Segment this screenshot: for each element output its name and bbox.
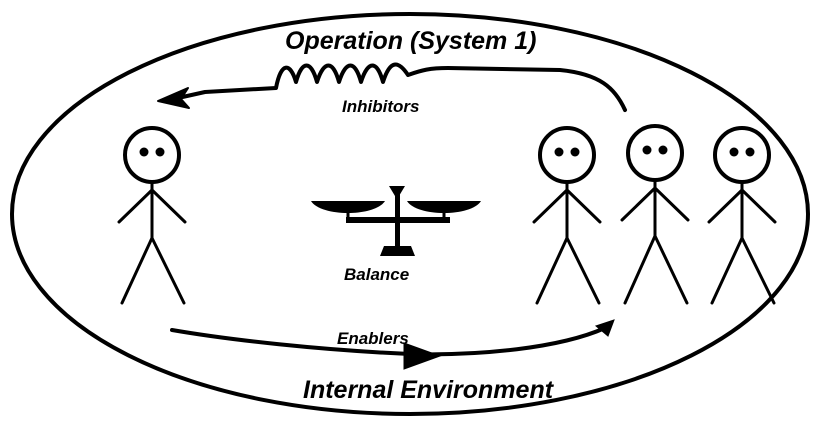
enablers-arrow: [170, 319, 615, 370]
operation-label: Operation (System 1): [285, 27, 536, 55]
stick-figure-icon: [620, 124, 690, 305]
balance-scale-icon: [311, 186, 481, 256]
stick-figure-head: [538, 126, 596, 184]
inhibitors-label: Inhibitors: [342, 97, 419, 116]
enablers-label: Enablers: [337, 329, 409, 348]
inhibitors-arrow: [157, 62, 627, 112]
environment-boundary: [10, 12, 810, 416]
enablers-end-arrowhead: [594, 319, 615, 337]
balance-label: Balance: [344, 265, 409, 284]
enablers-mid-arrowhead: [403, 342, 442, 370]
stick-figure-icon: [532, 126, 602, 305]
stick-figure-icon: [117, 126, 187, 305]
stick-figure-head: [626, 124, 684, 182]
stick-figure-head: [713, 126, 771, 184]
inhibitors-arrowhead: [157, 87, 190, 109]
internal-environment-label: Internal Environment: [303, 376, 555, 404]
stick-figure-head: [123, 126, 181, 184]
stick-figure-icon: [707, 126, 777, 305]
